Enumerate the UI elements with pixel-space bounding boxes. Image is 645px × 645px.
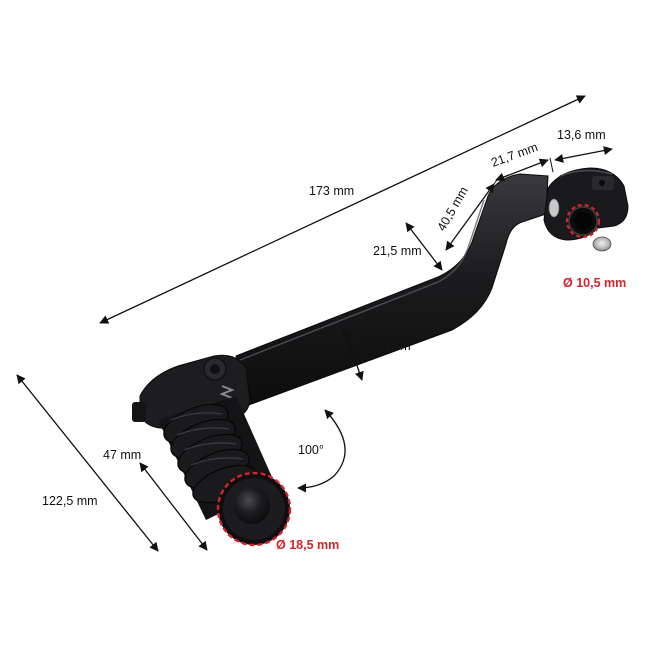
dim-line-overall-height — [16, 374, 159, 552]
dimension-lines — [16, 95, 613, 552]
dim-line-clamp-width — [554, 146, 613, 163]
dim-line-upper-segment — [495, 158, 549, 182]
label-overall-length: 173 mm — [309, 184, 354, 198]
label-peg-diameter: Ø 18,5 mm — [276, 538, 339, 552]
label-upper-segment: 21,7 mm — [489, 140, 539, 170]
dimension-labels: 173 mm 21,5 mm 40,5 mm 21,7 mm 13,6 mm 1… — [42, 128, 626, 552]
label-offset-height: 21,5 mm — [373, 244, 422, 258]
label-clamp-width: 13,6 mm — [557, 128, 606, 142]
clamp-bolt — [592, 236, 612, 252]
lever-arm — [235, 173, 549, 407]
label-clamp-diameter: Ø 10,5 mm — [563, 276, 626, 290]
label-peg-length: 47 mm — [103, 448, 141, 462]
label-bend-length: 40,5 mm — [434, 184, 470, 233]
dim-line-overall-length — [99, 95, 586, 324]
label-angle: 100° — [298, 443, 324, 457]
dim-line-offset-height — [405, 222, 443, 271]
dim-arc-angle — [297, 409, 346, 493]
dim-line-bend-length — [445, 183, 495, 251]
clamp — [543, 167, 629, 252]
label-bar-width: 19,2 mm — [362, 339, 411, 353]
peg-diameter-marker — [216, 471, 292, 547]
dim-line-bar-width — [342, 327, 364, 381]
rubber-peg — [158, 396, 290, 545]
label-overall-height: 122,5 mm — [42, 494, 98, 508]
lever-body — [132, 167, 629, 545]
